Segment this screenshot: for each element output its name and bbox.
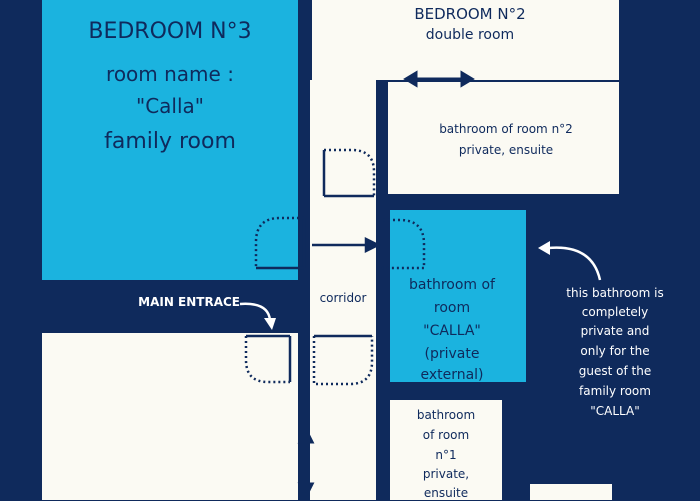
- bathroom-1-line4: private,: [422, 467, 470, 481]
- bathroom-room-1: [390, 400, 502, 500]
- bedroom-2: [312, 0, 619, 80]
- bathroom-calla-line2: room: [433, 300, 471, 316]
- wall-entrance: [298, 333, 308, 425]
- bedroom-3: [42, 0, 298, 280]
- double-arrow-corridor: [297, 426, 315, 500]
- bedroom-3-title: BEDROOM N°3: [88, 19, 252, 44]
- corridor-label: corridor: [319, 291, 367, 305]
- arrow-main-entrance-head: [264, 318, 276, 330]
- bedroom-3-line2: "Calla": [136, 94, 204, 118]
- door-bathroom-calla: [376, 218, 426, 270]
- note-line3: private and: [580, 324, 650, 338]
- corridor-upper: [310, 80, 376, 194]
- main-entrance-label: MAIN ENTRACE: [138, 295, 240, 309]
- door-corridor-top: [322, 148, 376, 198]
- arrow-to-calla: [312, 236, 381, 254]
- room-1: [42, 333, 298, 500]
- door-main-entrance: [244, 334, 292, 384]
- note-line5: guest of the: [578, 364, 652, 378]
- bottom-right-room: [530, 484, 612, 500]
- note-line6: family room: [579, 384, 651, 398]
- bedroom-2-title: BEDROOM N°2: [414, 5, 526, 23]
- double-arrow-top: [403, 70, 475, 88]
- note-line7: "CALLA": [590, 404, 640, 418]
- bathroom-room-2: [388, 82, 619, 194]
- bathroom-2-line1: bathroom of room n°2: [439, 122, 573, 136]
- bathroom-1-line5: ensuite: [423, 486, 469, 500]
- note-line1: this bathroom is: [566, 286, 664, 300]
- bathroom-calla-line5: external): [420, 367, 484, 383]
- bedroom-2-subtitle: double room: [425, 27, 515, 43]
- door-corridor-lower: [312, 334, 374, 386]
- bathroom-calla: [390, 210, 526, 382]
- arrow-main-entrance: [239, 302, 272, 321]
- bathroom-calla-line4: (private: [424, 346, 480, 362]
- door-bedroom-3: [254, 216, 306, 270]
- arrow-note-head: [538, 241, 550, 255]
- bathroom-2-line2: private, ensuite: [458, 143, 554, 157]
- bathroom-calla-line1: bathroom of: [409, 277, 495, 293]
- note-line2: completely: [581, 305, 649, 319]
- bedroom-3-line1: room name :: [106, 62, 234, 86]
- arrow-note: [547, 246, 602, 281]
- note-line4: only for the: [580, 344, 650, 358]
- bathroom-1-line2: of room: [422, 428, 470, 442]
- bathroom-calla-line3: "CALLA": [423, 323, 481, 339]
- bedroom-3-line3: family room: [104, 129, 236, 154]
- bathroom-1-line1: bathroom: [416, 408, 476, 422]
- bathroom-1-line3: n°1: [435, 448, 457, 462]
